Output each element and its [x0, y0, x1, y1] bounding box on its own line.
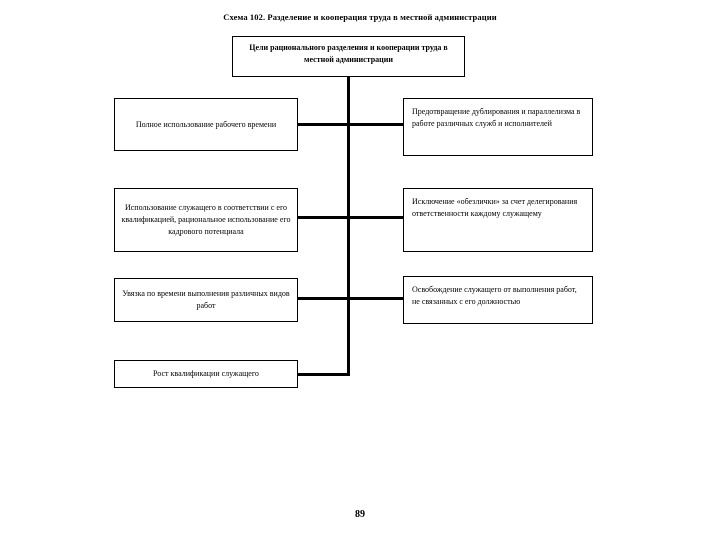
connector-trunk-top	[347, 77, 350, 126]
connector-branch-row-2	[297, 216, 404, 219]
node-left-3-label: Увязка по времени выполнения различных в…	[122, 289, 290, 310]
page-number: 89	[355, 509, 365, 520]
connector-branch-row-4	[297, 373, 350, 376]
node-right-1-label: Предотвращение дублирования и параллелиз…	[412, 107, 581, 128]
connector-branch-row-3	[297, 297, 404, 300]
node-left-1: Полное использование рабочего времени	[114, 98, 298, 151]
node-left-1-label: Полное использование рабочего времени	[135, 119, 277, 129]
node-right-1: Предотвращение дублирования и параллелиз…	[403, 98, 593, 156]
node-right-2-label: Исключение «обезлички» за счет делегиров…	[412, 197, 578, 218]
connector-trunk-mid-2	[347, 219, 350, 300]
node-left-4-label: Рост квалификации служащего	[153, 369, 259, 378]
page-title: Схема 102. Разделение и кооперация труда…	[223, 12, 497, 22]
node-right-3: Освобождение служащего от выполнения раб…	[403, 276, 593, 324]
connector-branch-row-1	[297, 123, 404, 126]
node-root-label: Цели рационального разделения и кооперац…	[249, 43, 448, 64]
node-left-3: Увязка по времени выполнения различных в…	[114, 278, 298, 322]
node-right-3-label: Освобождение служащего от выполнения раб…	[412, 285, 577, 306]
node-root-goals: Цели рационального разделения и кооперац…	[232, 36, 465, 77]
connector-trunk-mid-1	[347, 126, 350, 219]
node-left-2: Использование служащего в соответствии с…	[114, 188, 298, 252]
node-left-4: Рост квалификации служащего	[114, 360, 298, 388]
node-right-2: Исключение «обезлички» за счет делегиров…	[403, 188, 593, 252]
node-left-2-label: Использование служащего в соответствии с…	[121, 203, 291, 236]
connector-trunk-bottom	[347, 300, 350, 376]
